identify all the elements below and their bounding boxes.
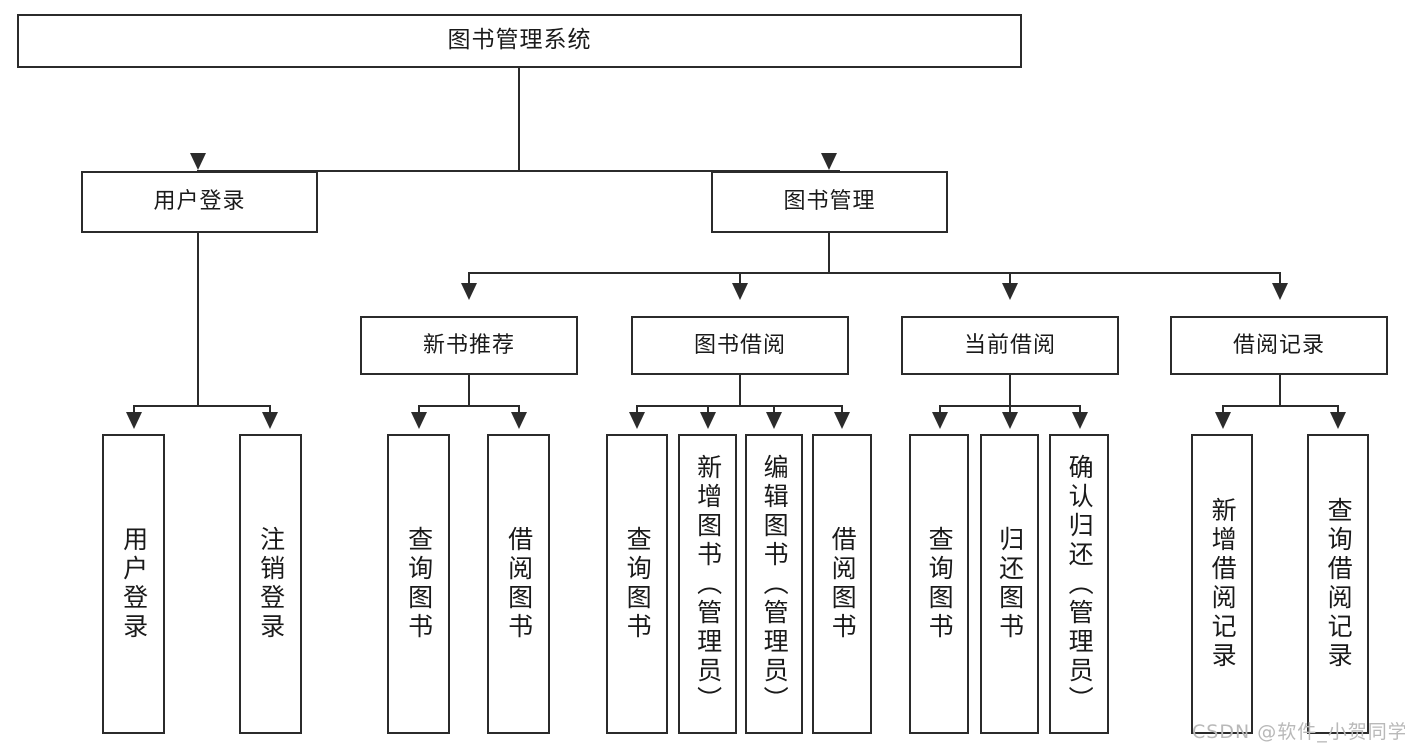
node-borrow-record[interactable]: 借阅记录 [1170, 316, 1388, 375]
edge-drop-leaf-user-login [133, 405, 135, 413]
edge-drop-book-borrow [739, 272, 741, 286]
arrowhead-book-management [821, 153, 837, 170]
node-leaf-return-book-label: 归还图书 [995, 526, 1025, 642]
node-leaf-add-record[interactable]: 新增借阅记录 [1191, 434, 1253, 734]
node-current-borrow[interactable]: 当前借阅 [901, 316, 1119, 375]
edge-drop-borrow-record [1279, 272, 1281, 286]
node-leaf-query-record[interactable]: 查询借阅记录 [1307, 434, 1369, 734]
arrowhead-leaf-logout-login [262, 412, 278, 429]
arrowhead-leaf-borrow-book-2 [834, 412, 850, 429]
node-borrow-record-label: 借阅记录 [1232, 332, 1325, 358]
edge-book-borrow-stem [739, 375, 741, 407]
node-leaf-add-book-label: 新增图书（管理员） [693, 453, 723, 715]
arrowhead-borrow-record [1272, 283, 1288, 300]
arrowhead-leaf-borrow-book-1 [511, 412, 527, 429]
edge-new-book-recommend-stem [468, 375, 470, 407]
edge-book-management-stem [828, 232, 830, 274]
edge-drop-leaf-logout-login [269, 405, 271, 413]
node-root-label: 图书管理系统 [447, 27, 592, 54]
node-root[interactable]: 图书管理系统 [17, 14, 1022, 68]
edge-drop-leaf-confirm-return [1079, 405, 1081, 413]
arrowhead-current-borrow [1002, 283, 1018, 300]
node-leaf-borrow-book-2[interactable]: 借阅图书 [812, 434, 872, 734]
edge-user-login-stem [197, 232, 199, 407]
node-leaf-query-book-1[interactable]: 查询图书 [387, 434, 450, 734]
node-book-management[interactable]: 图书管理 [711, 171, 948, 233]
node-leaf-add-book[interactable]: 新增图书（管理员） [678, 434, 737, 734]
node-book-management-label: 图书管理 [783, 189, 876, 215]
node-book-borrow-label: 图书借阅 [693, 332, 786, 358]
arrowhead-leaf-user-login [126, 412, 142, 429]
edge-drop-leaf-query-record [1337, 405, 1339, 413]
node-leaf-borrow-book-1-label: 借阅图书 [504, 526, 534, 642]
node-book-borrow[interactable]: 图书借阅 [631, 316, 849, 375]
edge-root-stem [518, 67, 520, 172]
arrowhead-leaf-query-book-2 [629, 412, 645, 429]
edge-drop-leaf-query-book-3 [939, 405, 941, 413]
arrowhead-leaf-add-book [700, 412, 716, 429]
arrowhead-leaf-return-book [1002, 412, 1018, 429]
node-leaf-query-book-1-label: 查询图书 [404, 526, 434, 642]
node-leaf-logout-login-label: 注销登录 [256, 526, 286, 642]
edge-drop-leaf-add-record [1222, 405, 1224, 413]
arrowhead-leaf-query-record [1330, 412, 1346, 429]
arrowhead-leaf-edit-book [766, 412, 782, 429]
node-new-book-recommend[interactable]: 新书推荐 [360, 316, 578, 375]
node-leaf-borrow-book-2-label: 借阅图书 [828, 526, 858, 642]
edge-drop-leaf-borrow-book-2 [841, 405, 843, 413]
edge-book-borrow-leaf-bus [636, 405, 842, 407]
node-leaf-edit-book[interactable]: 编辑图书（管理员） [745, 434, 803, 734]
node-user-login-label: 用户登录 [153, 189, 246, 215]
edge-borrow-record-stem [1279, 375, 1281, 407]
edge-drop-leaf-borrow-book-1 [518, 405, 520, 413]
arrowhead-book-borrow [732, 283, 748, 300]
node-leaf-borrow-book-1[interactable]: 借阅图书 [487, 434, 550, 734]
edge-user-login-leaf-bus [133, 405, 270, 407]
node-user-login[interactable]: 用户登录 [81, 171, 318, 233]
node-leaf-confirm-return-label: 确认归还（管理员） [1065, 453, 1095, 715]
node-leaf-confirm-return[interactable]: 确认归还（管理员） [1049, 434, 1109, 734]
edge-drop-leaf-add-book [707, 405, 709, 413]
node-current-borrow-label: 当前借阅 [963, 332, 1056, 358]
edge-drop-leaf-return-book [1009, 405, 1011, 413]
arrowhead-leaf-query-book-3 [932, 412, 948, 429]
edge-drop-current-borrow [1009, 272, 1011, 286]
edge-drop-new-book-recommend [468, 272, 470, 286]
edge-level2-bus [197, 170, 840, 172]
node-leaf-return-book[interactable]: 归还图书 [980, 434, 1039, 734]
node-leaf-edit-book-label: 编辑图书（管理员） [760, 453, 790, 715]
arrowhead-new-book-recommend [461, 283, 477, 300]
edge-level3-bus [468, 272, 1279, 274]
node-leaf-query-record-label: 查询借阅记录 [1324, 497, 1354, 671]
node-leaf-query-book-2[interactable]: 查询图书 [606, 434, 668, 734]
edge-drop-leaf-query-book-1 [418, 405, 420, 413]
node-leaf-user-login[interactable]: 用户登录 [102, 434, 165, 734]
edge-borrow-record-leaf-bus [1222, 405, 1339, 407]
arrowhead-leaf-add-record [1215, 412, 1231, 429]
node-leaf-query-book-3[interactable]: 查询图书 [909, 434, 969, 734]
node-leaf-logout-login[interactable]: 注销登录 [239, 434, 302, 734]
node-new-book-recommend-label: 新书推荐 [422, 332, 515, 358]
csdn-watermark: CSDN @软件_小贺同学 [1192, 721, 1405, 743]
arrowhead-leaf-confirm-return [1072, 412, 1088, 429]
node-leaf-user-login-label: 用户登录 [119, 526, 149, 642]
edge-drop-leaf-edit-book [773, 405, 775, 413]
edge-new-book-recommend-leaf-bus [418, 405, 520, 407]
arrowhead-leaf-query-book-1 [411, 412, 427, 429]
node-leaf-add-record-label: 新增借阅记录 [1208, 497, 1238, 671]
node-leaf-query-book-3-label: 查询图书 [925, 526, 955, 642]
arrowhead-user-login [190, 153, 206, 170]
node-leaf-query-book-2-label: 查询图书 [623, 526, 653, 642]
edge-drop-leaf-query-book-2 [636, 405, 638, 413]
edge-current-borrow-stem [1009, 375, 1011, 407]
